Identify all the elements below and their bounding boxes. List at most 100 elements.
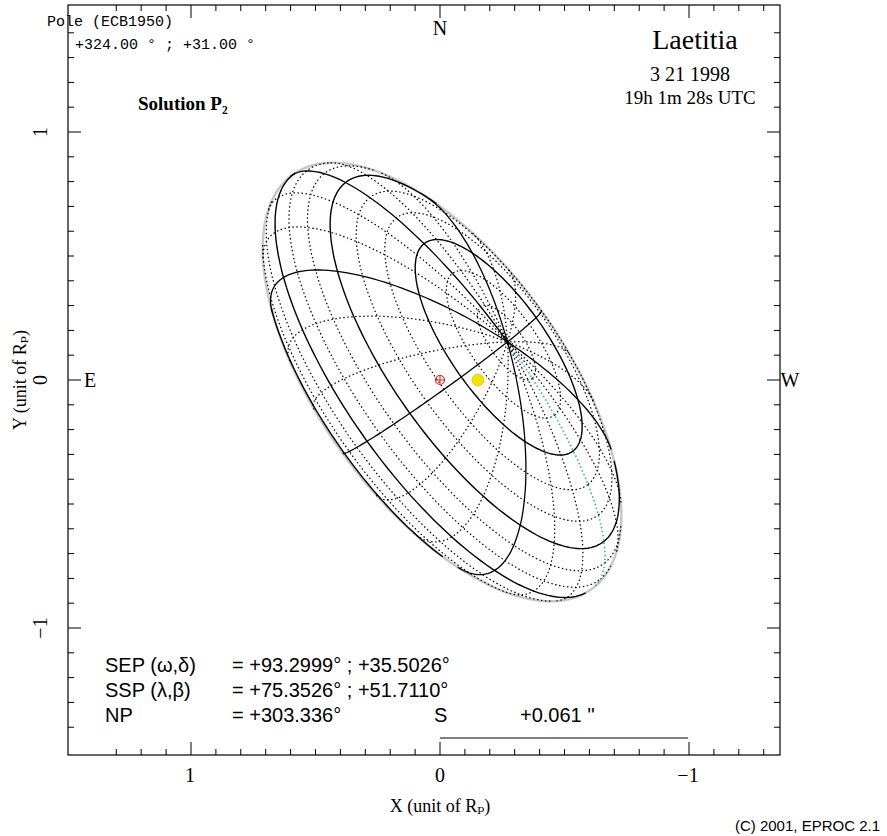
y-tick [68,181,74,182]
meridian-line [507,342,611,450]
y-tick [774,404,780,405]
x-tick [689,5,690,18]
x-tick [464,5,465,11]
x-tick [415,5,416,11]
meridian-line [313,342,507,410]
y-tick [774,479,780,480]
y-tick [68,454,74,455]
x-tick [290,5,291,11]
y-tick [68,553,74,554]
y-tick [68,107,74,108]
x-tick [215,5,216,11]
meridian-line [507,342,621,503]
y-tick [68,677,74,678]
sep-value: = +93.2999° ; +35.5026° [232,655,450,675]
limb-outline [263,163,622,601]
y-tick [68,528,74,529]
meridian-line [507,270,515,342]
x-tick [539,5,540,11]
meridian-line [376,342,507,500]
y-tick [774,504,780,505]
latitude-line [330,175,619,548]
x-tick [763,749,764,755]
x-tick [315,749,316,755]
y-tick [774,553,780,554]
x-tick [489,749,490,755]
np-name: NP [105,705,133,725]
x-tick [514,5,515,11]
y-tick [774,231,780,232]
x-tick [539,749,540,755]
x-tick [390,749,391,755]
ssp-value: = +75.3526° ; +51.7110° [232,680,448,700]
x-tick [689,742,690,755]
y-tick [68,256,74,257]
sub-earth-point [436,376,445,385]
y-tick [774,82,780,83]
y-tick [774,454,780,455]
y-tick [774,652,780,653]
x-tick [116,5,117,11]
y-tick [68,330,74,331]
meridian-line [291,171,508,342]
y-tick [68,280,74,281]
sub-earth-cross [440,376,441,385]
y-tick-label: 1 [30,127,50,137]
east-label: E [84,370,96,390]
x-tick [713,749,714,755]
y-tick [774,32,780,33]
y-tick [68,206,74,207]
y-tick-label: 0 [30,375,50,385]
meridian-line [507,311,541,342]
y-tick [774,280,780,281]
x-tick [240,749,241,755]
x-tick [116,749,117,755]
scale-bar [440,738,688,739]
x-tick [191,742,192,755]
x-tick [365,5,366,11]
y-tick [774,528,780,529]
west-label: W [781,370,800,390]
meridian-line [507,342,618,552]
meridian-line [263,227,507,342]
solution-label: Solution P₂ [138,94,228,113]
x-tick [340,5,341,11]
y-tick [68,628,81,629]
y-tick [774,156,780,157]
x-tick [141,749,142,755]
ellipsoid-grid [263,163,622,601]
y-tick [774,355,780,356]
pole-value: +324.00 ° ; +31.00 ° [75,38,255,53]
x-tick [763,5,764,11]
y-tick [68,57,74,58]
x-tick [440,5,441,18]
y-tick [68,479,74,480]
x-tick [664,5,665,11]
y-tick [68,652,74,653]
time-label: 19h 1m 28s UTC [624,88,755,107]
x-tick [415,749,416,755]
latitude-line [271,309,442,557]
meridian-line [288,316,507,361]
y-tick [68,702,74,703]
y-tick [774,256,780,257]
plot-frame [68,5,780,755]
meridian-line [507,342,569,354]
x-axis-title: X (unit of Rₚ) [390,797,491,815]
y-tick [767,628,780,629]
x-tick [440,742,441,755]
y-tick [68,355,74,356]
latitude-line [356,191,612,521]
y-tick [774,429,780,430]
x-tick [390,5,391,11]
y-tick [767,132,780,133]
y-tick [774,181,780,182]
y-tick [68,82,74,83]
x-tick [166,749,167,755]
x-tick [265,749,266,755]
x-tick [639,5,640,11]
y-tick [774,305,780,306]
y-tick [774,677,780,678]
asteroid-name: Laetitia [652,26,738,54]
x-tick [589,749,590,755]
